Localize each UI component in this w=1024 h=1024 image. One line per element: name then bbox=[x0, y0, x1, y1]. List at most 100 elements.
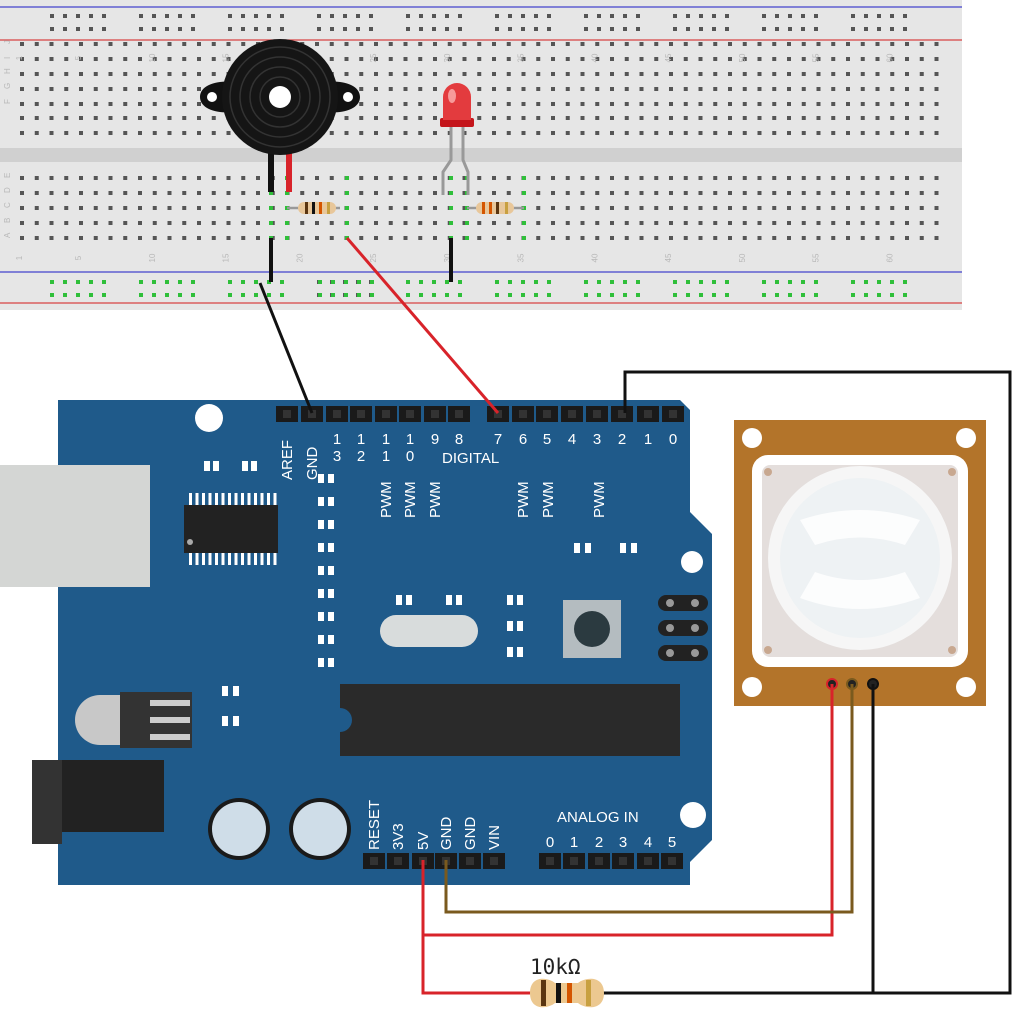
breadboard-hole bbox=[138, 116, 142, 120]
smd-components bbox=[204, 461, 637, 726]
breadboard-hole bbox=[374, 116, 378, 120]
active-hole bbox=[522, 221, 526, 225]
breadboard-hole bbox=[34, 236, 39, 240]
breadboard-hole bbox=[418, 102, 423, 106]
rail-hole bbox=[343, 14, 347, 18]
breadboard-hole bbox=[403, 191, 408, 195]
breadboard-hole bbox=[610, 221, 614, 225]
breadboard-hole bbox=[860, 57, 865, 61]
breadboard-hole bbox=[610, 176, 614, 180]
breadboard-hole bbox=[787, 57, 791, 61]
breadboard-hole bbox=[93, 221, 98, 225]
breadboard-hole bbox=[875, 72, 880, 76]
resistor-10k-label: 10kΩ bbox=[530, 955, 581, 979]
breadboard-hole bbox=[329, 131, 334, 135]
breadboard-hole bbox=[93, 72, 98, 76]
active-hole bbox=[345, 191, 349, 195]
breadboard-hole bbox=[211, 176, 216, 180]
breadboard-hole bbox=[536, 42, 541, 46]
breadboard-hole bbox=[359, 221, 364, 225]
breadboard-hole bbox=[787, 72, 791, 76]
breadboard-hole bbox=[801, 206, 806, 210]
breadboard-hole bbox=[93, 57, 98, 61]
breadboard-hole bbox=[359, 116, 364, 120]
breadboard-hole bbox=[654, 221, 659, 225]
breadboard-hole bbox=[683, 176, 688, 180]
breadboard-hole bbox=[580, 191, 585, 195]
breadboard-hole bbox=[728, 236, 732, 240]
rail-hole bbox=[534, 27, 538, 31]
breadboard-hole bbox=[565, 102, 570, 106]
breadboard-hole bbox=[905, 72, 909, 76]
breadboard-hole bbox=[388, 176, 393, 180]
breadboard-hole bbox=[152, 206, 157, 210]
usb-chip-legs bbox=[189, 493, 277, 565]
breadboard-hole bbox=[728, 102, 732, 106]
breadboard-hole bbox=[742, 72, 747, 76]
breadboard-hole bbox=[654, 102, 659, 106]
breadboard-hole bbox=[152, 102, 157, 106]
breadboard-hole bbox=[329, 176, 334, 180]
breadboard-hole bbox=[20, 72, 24, 76]
dc-power-jack-flange bbox=[32, 760, 62, 844]
buzzer-hole bbox=[269, 86, 291, 108]
breadboard-hole bbox=[182, 57, 187, 61]
reset-button-cap[interactable] bbox=[574, 611, 610, 647]
breadboard-hole bbox=[772, 191, 777, 195]
breadboard-hole bbox=[123, 72, 128, 76]
breadboard-hole bbox=[890, 87, 895, 91]
breadboard-hole bbox=[551, 176, 555, 180]
breadboard-hole bbox=[610, 206, 614, 210]
breadboard-hole bbox=[64, 42, 69, 46]
breadboard-hole bbox=[551, 42, 555, 46]
breadboard-hole bbox=[226, 236, 231, 240]
rail-hole bbox=[851, 14, 855, 18]
breadboard-hole bbox=[580, 131, 585, 135]
pwm-label: PWM bbox=[427, 481, 444, 518]
breadboard-hole bbox=[713, 176, 718, 180]
breadboard-hole bbox=[374, 42, 378, 46]
breadboard-hole bbox=[108, 42, 113, 46]
breadboard-hole bbox=[123, 57, 128, 61]
breadboard-hole bbox=[757, 236, 762, 240]
breadboard-hole bbox=[801, 116, 806, 120]
breadboard-hole bbox=[610, 102, 614, 106]
pir-fresnel-lens-inner bbox=[780, 478, 940, 638]
breadboard-hole bbox=[669, 191, 673, 195]
breadboard-hole bbox=[403, 42, 408, 46]
breadboard-hole bbox=[477, 102, 482, 106]
rail-hole bbox=[191, 27, 195, 31]
breadboard-hole bbox=[359, 57, 364, 61]
rail-hole bbox=[521, 14, 525, 18]
breadboard-hole bbox=[477, 236, 482, 240]
breadboard-hole bbox=[742, 42, 747, 46]
breadboard-hole bbox=[182, 236, 187, 240]
breadboard-hole bbox=[669, 57, 673, 61]
breadboard-hole bbox=[683, 221, 688, 225]
breadboard-hole bbox=[374, 206, 378, 210]
pin-label: 7 bbox=[494, 431, 502, 448]
breadboard-hole bbox=[433, 131, 437, 135]
breadboard-hole bbox=[772, 57, 777, 61]
pin-label: 1 bbox=[406, 431, 414, 448]
buzzer-lead-black bbox=[268, 150, 274, 192]
rail-hole bbox=[623, 14, 627, 18]
breadboard-hole bbox=[300, 236, 305, 240]
column-number: 40 bbox=[590, 53, 599, 62]
rail-hole bbox=[369, 27, 373, 31]
active-hole bbox=[345, 176, 349, 180]
breadboard-hole bbox=[123, 42, 128, 46]
breadboard-hole bbox=[890, 102, 895, 106]
breadboard-hole bbox=[403, 236, 408, 240]
breadboard-hole bbox=[919, 131, 924, 135]
breadboard-hole bbox=[93, 131, 98, 135]
breadboard-hole bbox=[374, 72, 378, 76]
pin-label: GND bbox=[304, 447, 321, 481]
breadboard-hole bbox=[698, 131, 703, 135]
breadboard-hole bbox=[875, 42, 880, 46]
row-letter: F bbox=[3, 99, 12, 104]
pin-label: 3 bbox=[333, 448, 341, 465]
digital-header bbox=[276, 406, 684, 422]
breadboard-hole bbox=[123, 102, 128, 106]
breadboard-hole bbox=[152, 176, 157, 180]
